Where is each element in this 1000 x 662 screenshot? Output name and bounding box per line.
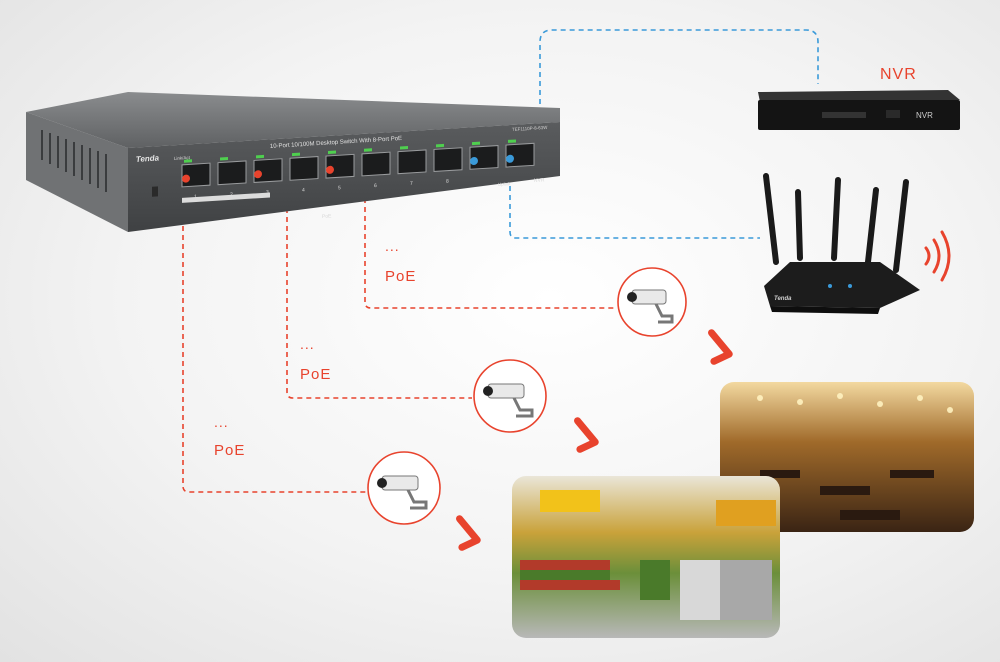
poe-label: PoE [214,442,246,459]
poe-label: PoE [385,268,417,285]
poe-line-port5 [364,162,614,309]
router-brand: Tenda [774,296,792,302]
port-number: 4 [302,187,305,193]
port-number: 5 [338,185,341,191]
nvr-to-switch-line [539,29,819,140]
vent-slots [41,130,107,192]
ethernet-port: 8 [433,143,463,185]
restaurant-photo [720,382,974,532]
link-act-label: Link/Act [174,155,191,161]
ethernet-port: 4 [289,152,319,194]
arrow-icon [708,329,733,365]
switch-brand: Tenda [136,153,160,164]
port-number: 8 [446,179,449,185]
poe-switch: Tenda 10-Port 10/100M Desktop Switch Wit… [26,92,560,232]
nvr-label: NVR [880,66,917,83]
uplink-to-router-line [509,150,760,239]
poe-link-lines [182,162,614,493]
uplink-label: Uplink [498,181,512,187]
switch-side [26,112,128,232]
ethernet-port: 6 [361,148,391,189]
nvr-port-label: NVR [534,177,545,184]
switch-model: TEF1110P-8-63W [512,125,549,132]
poe-text: PoE [322,213,332,220]
power-button [152,186,158,197]
camera-icon [367,451,441,525]
camera-icon [617,267,687,337]
port-number: 7 [410,181,413,187]
connection-dot [182,174,190,183]
arrow-icon [456,515,481,551]
ethernet-port: 7 [397,146,427,187]
supermarket-photo [512,476,780,638]
connection-dot [254,170,262,179]
camera-icon [473,359,547,433]
nvr-device: NVR [758,90,960,130]
link-dots: ... [300,336,315,352]
link-dots: ... [214,414,229,430]
connection-dot [506,154,514,163]
port-number: 6 [374,183,377,189]
arrow-icon [574,417,599,453]
poe-line-port3 [286,172,472,399]
data-link-lines [509,29,819,239]
wifi-signal-icon [924,230,951,282]
wifi-router: Tenda [763,173,920,314]
nvr-device-text: NVR [916,111,933,120]
poe-label: PoE [300,366,332,383]
port-number-strip [182,192,270,203]
connection-dot [470,157,478,166]
connection-dot [326,165,334,174]
link-dots: ... [385,238,400,254]
switch-top [26,92,560,148]
poe-line-port1 [182,190,368,493]
